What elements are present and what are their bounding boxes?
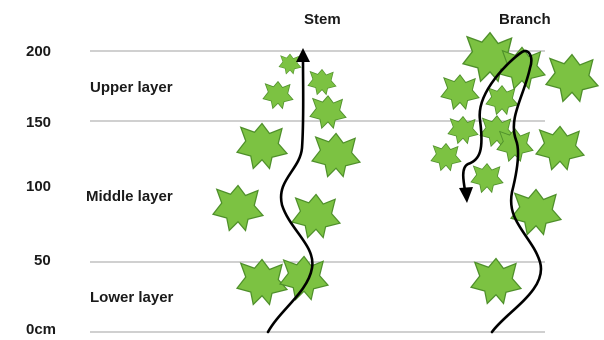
ivy-leaf-icon bbox=[470, 163, 504, 193]
tick-label-50: 50 bbox=[34, 252, 51, 269]
tick-label-150: 150 bbox=[26, 114, 51, 131]
layer-labels: Upper layer Middle layer Lower layer bbox=[86, 79, 174, 306]
ivy-leaf-icon bbox=[545, 53, 599, 103]
tick-label-100: 100 bbox=[26, 178, 51, 195]
ivy-leaf-icon bbox=[535, 125, 585, 171]
ivy-leaf-icon bbox=[309, 95, 347, 129]
arrowhead-icon bbox=[296, 48, 310, 62]
ivy-leaf-icon bbox=[236, 258, 288, 306]
height-tick-labels: 200 150 100 50 0cm bbox=[26, 43, 56, 338]
ivy-leaf-icon bbox=[311, 132, 361, 178]
branch-stem-line bbox=[461, 49, 543, 334]
ivy-leaf-icon bbox=[440, 74, 480, 110]
ivy-leaf-icon bbox=[236, 122, 288, 170]
ivy-leaf-icon bbox=[291, 193, 341, 239]
tick-label-0cm: 0cm bbox=[26, 321, 56, 338]
ivy-leaf-icon bbox=[447, 116, 479, 144]
height-guide-lines bbox=[90, 50, 545, 333]
ivy-leaf-icon bbox=[307, 69, 337, 95]
ivy-leaf-icon bbox=[470, 257, 522, 305]
ivy-leaf-icon bbox=[262, 81, 294, 109]
main-stem-line bbox=[266, 58, 314, 334]
arrowhead-icon bbox=[459, 187, 473, 203]
stem-label: Stem bbox=[304, 11, 341, 28]
ivy-leaf-icon bbox=[430, 143, 462, 171]
branch-label: Branch bbox=[499, 11, 551, 28]
ivy-leaf-icon bbox=[279, 255, 329, 301]
ivy-leaf-icon bbox=[212, 184, 264, 232]
ivy-leaf-icon bbox=[510, 188, 562, 236]
layer-label-upper: Upper layer bbox=[90, 79, 173, 96]
ivy-leaf-icon bbox=[485, 85, 519, 115]
ivy-leaf-icon bbox=[278, 53, 302, 75]
branch-plant-leaves bbox=[430, 32, 599, 305]
layer-label-lower: Lower layer bbox=[90, 289, 174, 306]
layer-label-middle: Middle layer bbox=[86, 188, 173, 205]
tick-label-200: 200 bbox=[26, 43, 51, 60]
